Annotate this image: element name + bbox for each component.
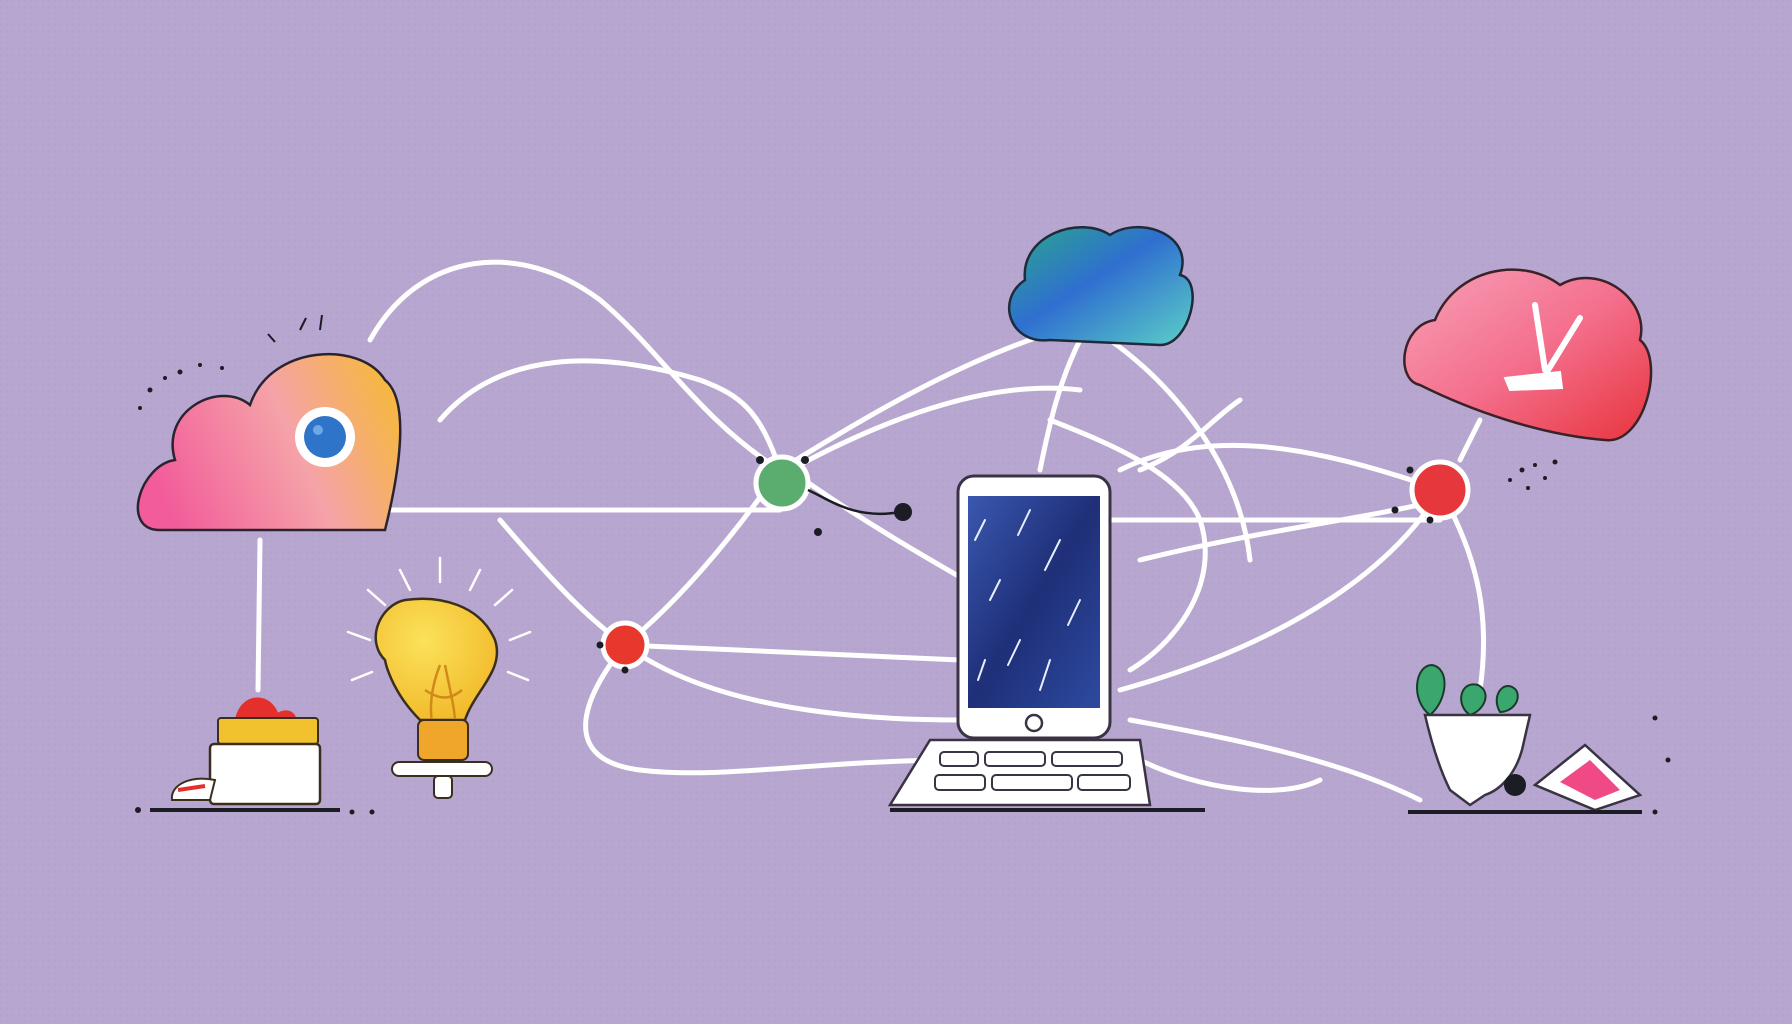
node-icon [600, 620, 650, 670]
phone-screen [968, 496, 1100, 708]
cloud-icon [1403, 268, 1653, 442]
lightbulb-icon [374, 597, 499, 722]
keyboard-icon [887, 738, 1152, 807]
hub-green [753, 454, 912, 536]
cloud-icon [1008, 225, 1194, 347]
plant-icon [1416, 663, 1519, 717]
rain-streaks [974, 509, 1081, 691]
box-with-fruit [135, 697, 375, 815]
eye-icon [295, 407, 355, 467]
hub-red-left [596, 620, 650, 674]
potted-plant [1408, 663, 1671, 815]
keyboard [887, 738, 1205, 812]
spark-marks [267, 314, 323, 343]
ink-dots [138, 363, 224, 410]
ink-dots [1508, 459, 1558, 490]
cloud-left [136, 314, 402, 532]
glow-rays [346, 556, 532, 682]
cloud-right [1403, 268, 1653, 490]
cloud-top [1008, 225, 1194, 347]
phone [956, 474, 1112, 740]
home-button [1024, 713, 1044, 733]
light-bulb [346, 556, 532, 799]
hub-red-right [1391, 459, 1471, 524]
pink-card [1532, 743, 1643, 812]
cloud-icon [136, 352, 402, 532]
node-icon [1409, 459, 1471, 521]
antenna-icon [1503, 302, 1583, 392]
box-icon [208, 742, 322, 806]
fruit [235, 697, 280, 720]
node-icon [753, 454, 811, 512]
